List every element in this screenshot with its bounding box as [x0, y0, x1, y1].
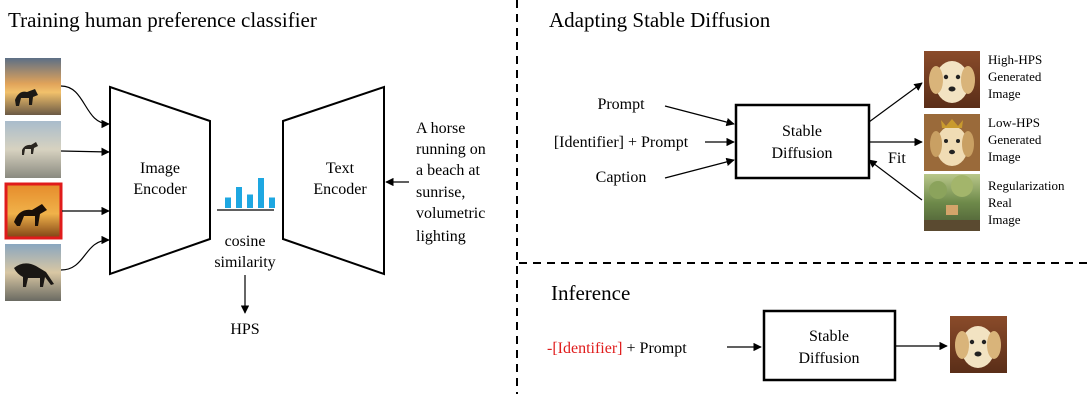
arrow-caption-sd [664, 157, 735, 179]
image-encoder [109, 85, 211, 276]
inference-title: Inference [551, 281, 630, 305]
inference-input-prefix: -[Identifier] [547, 340, 623, 357]
image-encoder-label-2: Encoder [133, 181, 187, 198]
arrow-image4-encoder [60, 235, 110, 271]
similarity-bar-chart [225, 178, 275, 208]
low-hps-image [924, 114, 980, 171]
image-encoder-label-1: Image [140, 160, 180, 177]
sd-train-label-2: Diffusion [771, 145, 832, 162]
input-image-3-selected [4, 182, 63, 240]
stable-diffusion-box-infer [762, 309, 897, 382]
similarity-label-2: similarity [214, 254, 275, 271]
input-caption: Caption [596, 169, 647, 186]
prompt-line-6: lighting [416, 228, 466, 245]
text-encoder-label-1: Text [326, 160, 355, 177]
low-hps-label-3: Image [988, 149, 1021, 164]
text-encoder [282, 85, 385, 276]
hps-label: HPS [230, 321, 259, 338]
similarity-bar [269, 197, 275, 208]
high-hps-label-3: Image [988, 86, 1021, 101]
high-hps-label-2: Generated [988, 69, 1042, 84]
prompt-line-3: a beach at [416, 162, 481, 179]
adapting-title: Adapting Stable Diffusion [549, 8, 771, 32]
input-prompt: Prompt [597, 96, 645, 113]
sd-infer-label-2: Diffusion [798, 350, 859, 367]
arrow-image2-encoder [60, 147, 110, 157]
sd-infer-label-1: Stable [809, 328, 849, 345]
prompt-line-2: running on [416, 141, 486, 158]
arrow-image1-encoder [60, 85, 110, 129]
inference-input: -[Identifier] + Prompt [547, 340, 687, 357]
prompt-line-4: sunrise, [416, 184, 465, 201]
low-hps-label-2: Generated [988, 132, 1042, 147]
arrow-real-sd [868, 159, 923, 201]
prompt-line-5: volumetric [416, 205, 485, 222]
input-image-4 [5, 244, 61, 301]
low-hps-label-1: Low-HPS [988, 115, 1040, 130]
inference-output-image [950, 316, 1007, 373]
stable-diffusion-box-train [734, 103, 871, 180]
prompt-line-1: A horse [416, 120, 465, 137]
high-hps-image [924, 51, 980, 108]
high-hps-label-1: High-HPS [988, 52, 1042, 67]
similarity-label-1: cosine [225, 233, 266, 250]
left-panel-title: Training human preference classifier [8, 8, 317, 32]
input-identifier-prompt: [Identifier] + Prompt [554, 134, 689, 151]
fit-label: Fit [888, 150, 906, 167]
similarity-bar [225, 197, 231, 208]
arrow-sd-high [868, 82, 923, 123]
regularization-image [924, 174, 980, 231]
inference-input-suffix: + Prompt [623, 340, 688, 357]
sd-train-label-1: Stable [782, 123, 822, 140]
regularization-label-3: Image [988, 212, 1021, 227]
similarity-bar [236, 187, 242, 208]
arrow-prompt-sd [664, 105, 735, 127]
input-image-2 [5, 121, 61, 178]
similarity-bar [258, 178, 264, 208]
regularization-label-2: Real [988, 195, 1012, 210]
regularization-label-1: Regularization [988, 178, 1065, 193]
text-encoder-label-2: Encoder [313, 181, 367, 198]
similarity-bar [247, 194, 253, 208]
input-image-1 [5, 58, 61, 115]
